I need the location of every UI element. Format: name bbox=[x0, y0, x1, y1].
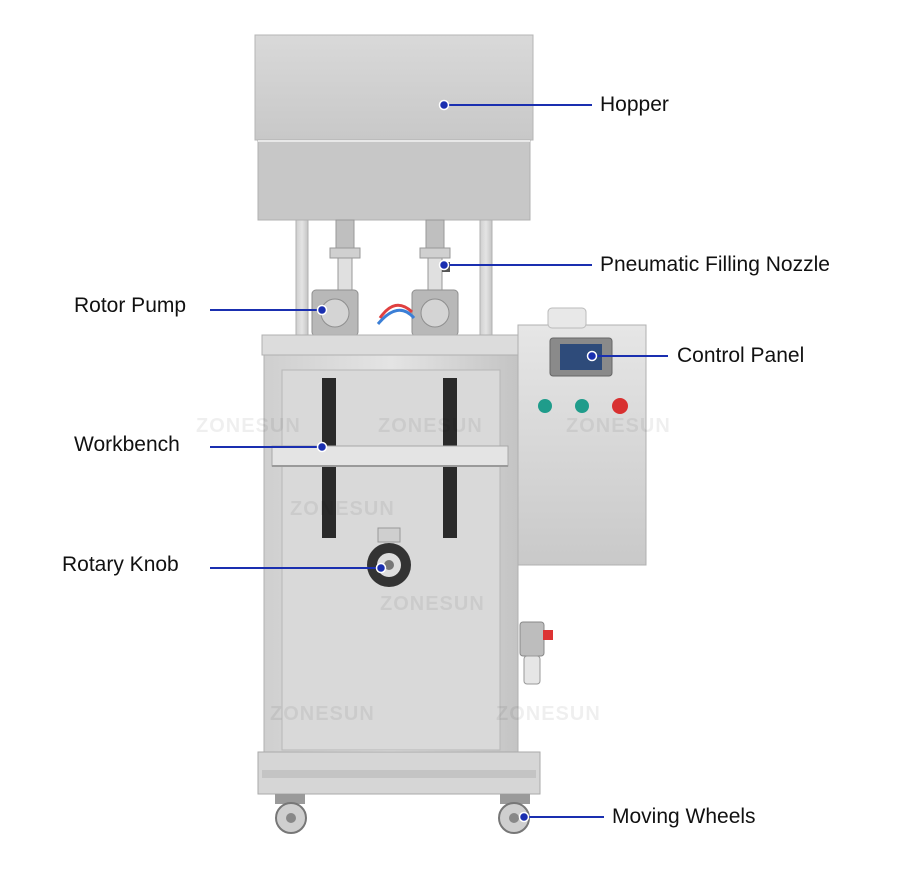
air-regulator bbox=[519, 621, 553, 685]
watermark-text: ZONESUN bbox=[566, 415, 671, 437]
filling-nozzles bbox=[329, 219, 451, 297]
hopper bbox=[254, 34, 534, 221]
callout-label-rotary-knob: Rotary Knob bbox=[62, 553, 179, 576]
callout-label-pneumatic-filling-nozzle: Pneumatic Filling Nozzle bbox=[600, 253, 830, 276]
watermark-text: ZONESUN bbox=[378, 415, 483, 437]
callout-label-workbench: Workbench bbox=[74, 433, 180, 456]
watermark-text: ZONESUN bbox=[496, 703, 601, 725]
callout-label-moving-wheels: Moving Wheels bbox=[612, 805, 756, 828]
watermark-text: ZONESUN bbox=[290, 498, 395, 520]
callout-label-rotor-pump: Rotor Pump bbox=[74, 294, 187, 317]
control-box bbox=[517, 307, 647, 566]
callout-lines bbox=[210, 99, 668, 823]
moving-wheels bbox=[275, 794, 530, 834]
watermark-text: ZONESUN bbox=[196, 415, 301, 437]
watermark-text: ZONESUN bbox=[270, 703, 375, 725]
watermarks: ZONESUN ZONESUN ZONESUN ZONESUN ZONESUN … bbox=[196, 415, 671, 725]
rotor-pumps bbox=[311, 289, 459, 337]
rotary-knob bbox=[367, 527, 411, 587]
watermark-text: ZONESUN bbox=[380, 593, 485, 615]
callout-label-control-panel: Control Panel bbox=[677, 344, 805, 367]
workbench bbox=[271, 445, 509, 467]
callout-label-hopper: Hopper bbox=[600, 93, 669, 116]
base-frame bbox=[257, 751, 541, 795]
